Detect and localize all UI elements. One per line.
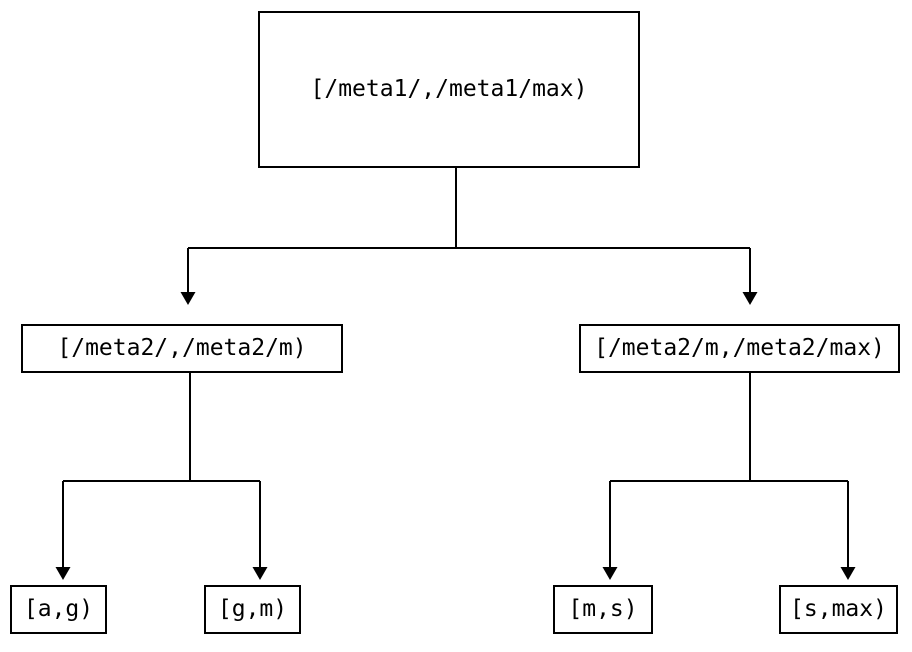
tree-node-leaf-gm-label: [g,m) — [217, 596, 288, 622]
tree-node-leaf-smax[interactable]: [s,max) — [779, 585, 898, 634]
tree-node-leaf-gm[interactable]: [g,m) — [204, 585, 301, 634]
tree-node-root-label: [/meta1/,/meta1/max) — [310, 76, 588, 102]
arrowhead-mid-right — [742, 292, 758, 305]
tree-node-leaf-ms[interactable]: [m,s) — [553, 585, 653, 634]
tree-node-mid-right-label: [/meta2/m,/meta2/max) — [594, 335, 885, 361]
tree-node-mid-left-label: [/meta2/,/meta2/m) — [57, 335, 307, 361]
arrowheads — [55, 292, 856, 580]
tree-node-leaf-ag-label: [a,g) — [23, 596, 94, 622]
tree-node-leaf-ms-label: [m,s) — [568, 596, 638, 622]
tree-node-root[interactable]: [/meta1/,/meta1/max) — [258, 11, 640, 168]
arrowhead-mid-left — [180, 292, 196, 305]
tree-node-leaf-smax-label: [s,max) — [790, 596, 887, 622]
arrowhead-leaf-gm — [252, 567, 268, 580]
arrowhead-leaf-smax — [840, 567, 856, 580]
tree-node-mid-right[interactable]: [/meta2/m,/meta2/max) — [579, 324, 900, 373]
arrowhead-leaf-ag — [55, 567, 71, 580]
arrowhead-leaf-ms — [602, 567, 618, 580]
tree-node-leaf-ag[interactable]: [a,g) — [10, 585, 107, 634]
tree-node-mid-left[interactable]: [/meta2/,/meta2/m) — [21, 324, 343, 373]
